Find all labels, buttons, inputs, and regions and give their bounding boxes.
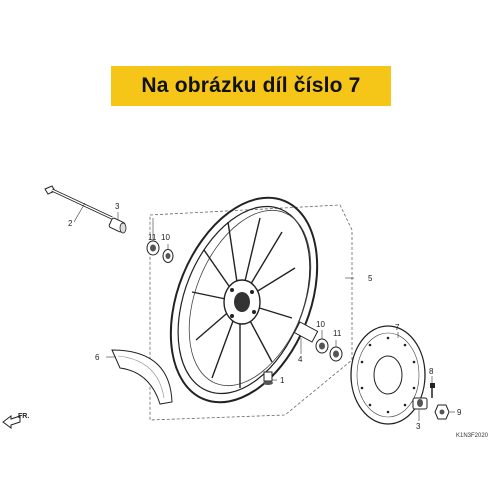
distance-collar <box>293 321 319 343</box>
dust-seal-left <box>162 249 174 263</box>
fender-cover <box>111 349 173 405</box>
diagram-code: K1N3F2020 <box>456 433 489 439</box>
callout-5: 5 <box>368 274 373 283</box>
front-direction-arrow: FR. <box>2 413 29 429</box>
callout-7: 7 <box>395 323 400 332</box>
bearing-left <box>146 240 160 256</box>
dust-seal-right <box>329 346 343 362</box>
air-valve <box>263 371 273 385</box>
callout-4: 4 <box>298 355 303 364</box>
bearing-right <box>315 338 329 354</box>
wheel-rim <box>169 196 319 404</box>
axle-bolt <box>44 185 113 220</box>
callout-6: 6 <box>95 353 100 362</box>
leader-lines <box>73 202 455 421</box>
callout-10-right: 10 <box>316 320 325 329</box>
collar-upper <box>108 217 127 234</box>
callout-10-left: 10 <box>161 233 170 242</box>
part-number-banner: Na obrázku díl číslo 7 <box>111 66 391 106</box>
disc-bolt <box>430 383 435 398</box>
callout-2: 2 <box>68 219 73 228</box>
callout-8: 8 <box>429 367 434 376</box>
direction-label: FR. <box>18 413 29 420</box>
callout-3-upper: 3 <box>115 202 120 211</box>
collar-lower <box>412 397 428 410</box>
callout-11-left: 11 <box>148 233 157 242</box>
callout-1: 1 <box>280 376 285 385</box>
brake-disc <box>350 325 426 425</box>
axle-nut <box>434 404 450 420</box>
callout-11-right: 11 <box>333 329 342 338</box>
callout-3-lower: 3 <box>416 422 421 431</box>
callout-9: 9 <box>457 408 462 417</box>
banner-text: Na obrázku díl číslo 7 <box>141 74 361 97</box>
